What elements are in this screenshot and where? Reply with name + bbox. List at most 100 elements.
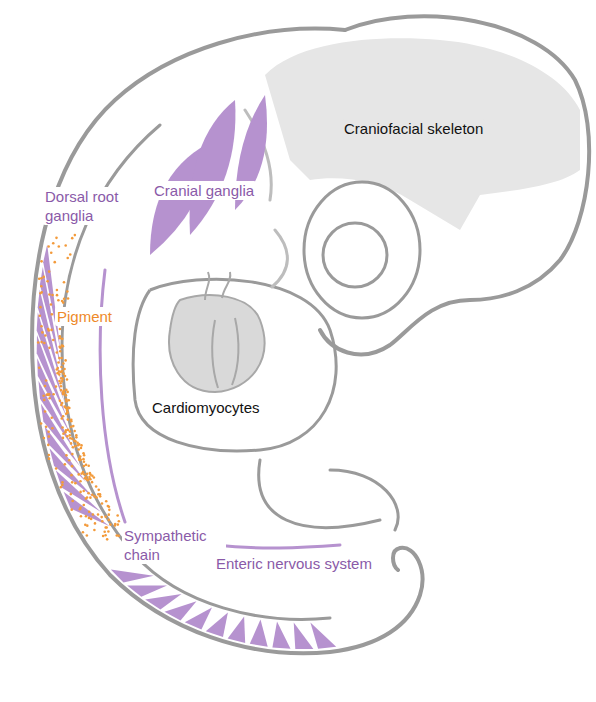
heart [169, 295, 264, 392]
pigment-dot [64, 431, 67, 434]
pigment-dot [48, 457, 51, 460]
pigment-dot [94, 522, 97, 525]
dorsal-root-ganglion [272, 622, 290, 649]
pigment-dot [82, 458, 85, 461]
dorsal-root-ganglia-group [37, 245, 337, 650]
pigment-dot [53, 261, 56, 264]
pigment-dot [68, 407, 71, 410]
pigment-dot [55, 467, 58, 470]
pigment-dot [71, 465, 74, 468]
gut-outline [259, 460, 380, 528]
structure-label: Cranial ganglia [152, 181, 256, 200]
pigment-dot [61, 484, 64, 487]
pigment-dot [44, 410, 47, 413]
pigment-dot [79, 459, 82, 462]
pigment-dot [93, 529, 96, 532]
pigment-dot [71, 453, 74, 456]
pigment-dot [88, 511, 91, 514]
pigment-dot [60, 357, 63, 360]
pigment-dot [70, 420, 73, 423]
pigment-dot [60, 389, 63, 392]
pigment-dot [69, 253, 72, 256]
pigment-dot [40, 285, 43, 288]
pigment-dot [97, 513, 100, 516]
pigment-dot [73, 430, 76, 433]
pigment-dot [102, 535, 105, 538]
pigment-dot [44, 385, 47, 388]
pigment-dot [65, 394, 68, 397]
pigment-dot [103, 531, 106, 534]
pigment-dot [79, 506, 82, 509]
pigment-dot [57, 361, 60, 364]
pigment-dot [59, 328, 62, 331]
enteric-line [215, 545, 340, 548]
pigment-dot [47, 245, 50, 248]
pigment-dot [67, 399, 70, 402]
eye-lens [323, 223, 387, 287]
pigment-dot [41, 331, 44, 334]
pigment-dot [95, 485, 98, 488]
pigment-dot [62, 433, 65, 436]
pigment-dot [50, 303, 53, 306]
pigment-dot [68, 459, 71, 462]
pigment-dot [99, 493, 102, 496]
pigment-dot [62, 362, 65, 365]
pigment-dot [57, 245, 60, 248]
pigment-dot [64, 244, 67, 247]
pigment-dot [79, 491, 82, 494]
dorsal-root-ganglion [250, 620, 268, 647]
structure-label: Pigment [55, 307, 114, 326]
pigment-dot [85, 497, 88, 500]
pigment-dot [66, 411, 69, 414]
pigment-dot [48, 435, 51, 438]
pigment-dot [74, 482, 77, 485]
pigment-dot [48, 397, 51, 400]
pigment-dot [59, 382, 62, 385]
pigment-dot [38, 277, 41, 280]
pigment-dot [62, 437, 65, 440]
pigment-dot [55, 385, 58, 388]
dorsal-root-ganglion [111, 569, 154, 582]
pigment-dot [44, 334, 47, 337]
pigment-dot [50, 329, 53, 332]
pigment-dot [55, 237, 58, 240]
pigment-dot [51, 294, 54, 297]
pigment-dot [107, 530, 110, 533]
pigment-dot [87, 464, 90, 467]
pigment-dot [48, 454, 51, 457]
pigment-dot [47, 444, 50, 447]
pigment-dot [87, 492, 90, 495]
pigment-dot [68, 434, 71, 437]
pigment-dot [40, 422, 43, 425]
pigment-dot [104, 534, 107, 537]
pigment-dot [40, 341, 43, 344]
pigment-dot [72, 425, 75, 428]
pigment-dot [93, 476, 96, 479]
structure-label: Sympathetic chain [122, 526, 226, 564]
pigment-dot [61, 426, 64, 429]
pigment-dot [61, 344, 64, 347]
pigment-dot [82, 531, 85, 534]
pigment-dot [60, 366, 63, 369]
pigment-dot [107, 519, 110, 522]
pigment-dot [92, 513, 95, 516]
pigment-dot [116, 514, 119, 517]
pigment-dot [63, 392, 66, 395]
pigment-dot [59, 346, 62, 349]
pigment-dot [61, 338, 64, 341]
pigment-dot [50, 251, 53, 254]
pigment-dot [45, 379, 48, 382]
pigment-dot [106, 538, 109, 541]
pigment-dot [80, 472, 83, 475]
pigment-dot [58, 345, 61, 348]
pigment-dot [55, 368, 58, 371]
structure-label: Dorsal root ganglia [43, 187, 139, 225]
pigment-dot [66, 378, 69, 381]
dorsal-root-ganglion [145, 594, 181, 610]
pigment-dot [56, 351, 59, 354]
pigment-dot [47, 430, 50, 433]
pigment-dot [52, 339, 55, 342]
dorsal-root-ganglion [127, 585, 167, 596]
pigment-dot [86, 534, 89, 537]
